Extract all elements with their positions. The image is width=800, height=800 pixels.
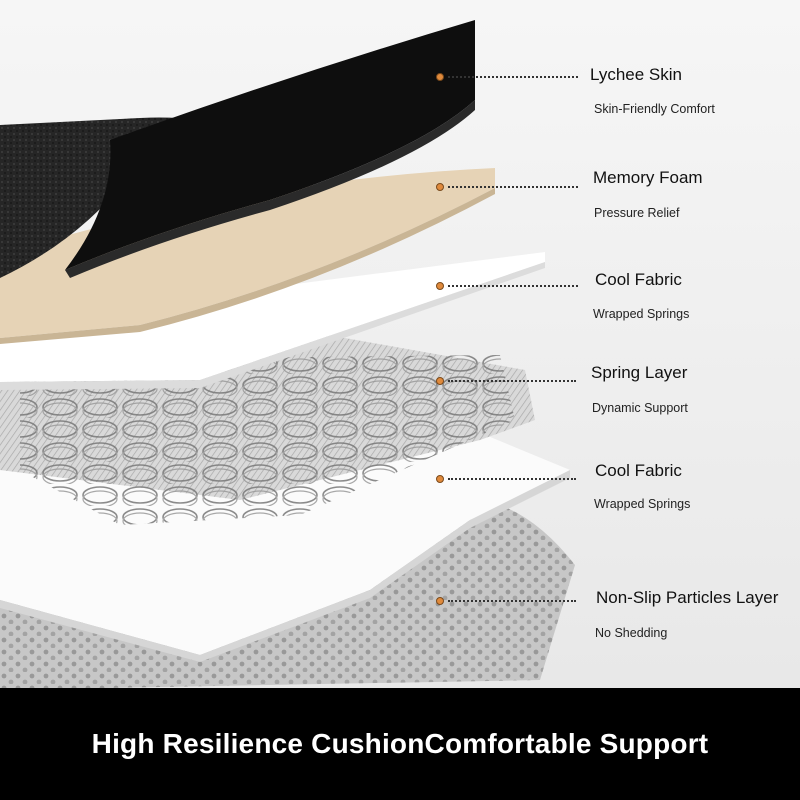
marker-dot bbox=[436, 597, 444, 605]
layer-title: Non-Slip Particles Layer bbox=[596, 588, 779, 607]
cushion-layers-illustration bbox=[0, 0, 800, 690]
leader-line bbox=[448, 285, 578, 287]
spring-layer-coils bbox=[20, 355, 515, 525]
layer-subtitle: Wrapped Springs bbox=[593, 307, 690, 321]
memory-foam-layer bbox=[0, 168, 495, 338]
callout-memory-foam: Memory Foam Pressure Relief bbox=[436, 150, 800, 230]
marker-dot bbox=[436, 377, 444, 385]
layer-title: Cool Fabric bbox=[595, 461, 682, 480]
layer-subtitle: Skin-Friendly Comfort bbox=[594, 102, 715, 116]
callout-cool-fabric-lower: Cool Fabric Wrapped Springs bbox=[436, 445, 800, 525]
leader-line bbox=[448, 478, 576, 480]
marker-dot bbox=[436, 73, 444, 81]
lychee-skin-top bbox=[0, 117, 230, 278]
callout-cool-fabric-upper: Cool Fabric Wrapped Springs bbox=[436, 250, 800, 330]
cool-fabric-upper bbox=[0, 252, 545, 382]
layer-subtitle: Wrapped Springs bbox=[594, 497, 691, 511]
layer-subtitle: Pressure Relief bbox=[594, 206, 680, 220]
leader-line bbox=[448, 186, 578, 188]
marker-dot bbox=[436, 475, 444, 483]
layer-title: Memory Foam bbox=[593, 168, 703, 187]
leader-line bbox=[448, 380, 576, 382]
marker-dot bbox=[436, 183, 444, 191]
leader-line bbox=[448, 76, 578, 78]
callout-spring-layer: Spring Layer Dynamic Support bbox=[436, 348, 800, 428]
lychee-skin-layer bbox=[65, 20, 475, 270]
layer-title: Lychee Skin bbox=[590, 65, 682, 84]
callout-lychee-skin: Lychee Skin Skin-Friendly Comfort bbox=[436, 38, 800, 118]
layer-subtitle: No Shedding bbox=[595, 626, 668, 640]
layer-subtitle: Dynamic Support bbox=[592, 401, 688, 415]
bottom-banner: High Resilience CushionComfortable Suppo… bbox=[0, 688, 800, 800]
callout-non-slip-particles: Non-Slip Particles Layer No Shedding bbox=[436, 570, 800, 650]
leader-line bbox=[448, 600, 576, 602]
banner-text: High Resilience CushionComfortable Suppo… bbox=[91, 728, 709, 759]
layer-title: Spring Layer bbox=[591, 363, 688, 382]
marker-dot bbox=[436, 282, 444, 290]
layer-title: Cool Fabric bbox=[595, 270, 682, 289]
